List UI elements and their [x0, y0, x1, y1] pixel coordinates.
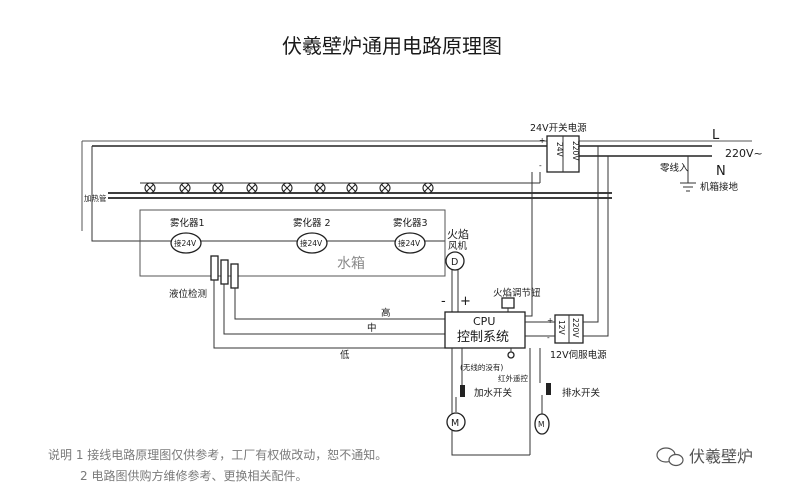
lamp-icon [314, 182, 326, 194]
remote-note: (无线的没有) [460, 362, 503, 372]
level-high-label: 高 [381, 307, 391, 319]
fill-switch-symbol [460, 385, 465, 397]
flame-fan-label-1: 火焰 [447, 227, 469, 241]
fill-pump-motor-label: M [451, 418, 459, 429]
psu24-label: 24V开关电源 [530, 122, 587, 134]
flame-knob-symbol [501, 297, 515, 309]
cpu-label: CPU [473, 315, 495, 328]
atomizer3-voltage: 接24V [398, 238, 421, 248]
psu12-to-n-wire [583, 156, 609, 337]
fan-plus: + [460, 294, 471, 309]
fill-pump-motor [446, 412, 466, 432]
fill-wire-left [451, 348, 530, 456]
cpu-box [444, 311, 526, 349]
lamp-icon [212, 182, 224, 194]
psu12-label: 12V伺服电源 [550, 349, 607, 361]
heater-label: 加热管 [84, 193, 107, 203]
level-low-label: 低 [340, 349, 350, 361]
ir-receiver-symbol [507, 351, 515, 359]
drain-pump-motor [534, 413, 550, 435]
lamp-icon [346, 182, 358, 194]
psu12-out-label: 12V [557, 320, 566, 336]
flame-knob-label: 火焰调节钮 [493, 287, 541, 299]
drain-switch-label: 排水开关 [562, 387, 601, 399]
psu12-plus: + [547, 316, 553, 325]
lamp-icon [144, 182, 156, 194]
atomizer3-label: 雾化器3 [393, 217, 428, 229]
lamp-icon [379, 182, 391, 194]
atomizer1-label: 雾化器1 [170, 217, 205, 229]
psu24-plus: + [539, 136, 545, 145]
flame-fan-letter: D [451, 257, 458, 268]
level-wire-mid [223, 284, 445, 335]
atomizer1-symbol [170, 232, 202, 254]
psu24-in-label: 220V [571, 141, 580, 161]
lamp-icon [179, 182, 191, 194]
level-mid-label: 中 [367, 322, 377, 334]
level-sensor-1 [210, 255, 219, 281]
fan-minus: - [441, 294, 446, 309]
atomizer1-voltage: 接24V [174, 238, 197, 248]
level-wire-low [213, 280, 445, 349]
lamp-icon [246, 182, 258, 194]
diagram-title: 伏羲壁炉通用电路原理图 [282, 34, 502, 58]
atomizer2-label: 雾化器 2 [293, 217, 331, 229]
watermark-label: 伏羲壁炉 [689, 447, 753, 466]
psu12-to-l-wire [583, 146, 599, 323]
neutral-in-label: 零线入 [660, 162, 689, 174]
drain-pump-motor-label: M [538, 420, 544, 429]
lamp-icon [422, 182, 434, 194]
cpu-system-label: 控制系统 [457, 330, 509, 345]
psu12-in-label: 220V [571, 318, 580, 338]
level-sensor-3 [230, 263, 239, 289]
remote-label: 红外遥控 [498, 373, 528, 383]
flame-fan-symbol [445, 251, 465, 271]
atomizer2-voltage: 接24V [300, 238, 323, 248]
cpu-to-psu24-wire [525, 172, 533, 317]
ground-label: 机箱接地 [700, 181, 739, 193]
level-sensor-label: 液位检测 [169, 288, 207, 300]
lamp-icon [281, 182, 293, 194]
water-tank-label: 水箱 [337, 256, 365, 272]
fill-switch-label: 加水开关 [474, 387, 513, 399]
note-line-1: 说明 1 接线电路原理图仅供参考，工厂有权做改动，恕不通知。 [48, 447, 387, 462]
water-tank-box [139, 209, 446, 277]
atomizer2-symbol [296, 232, 328, 254]
wechat-icon [656, 447, 684, 467]
drain-switch-symbol [546, 383, 551, 395]
voltage-label: 220V~ [725, 147, 763, 160]
flame-fan-label-2: 风机 [448, 240, 468, 252]
psu24-minus: - [539, 161, 542, 170]
line-l-label: L [712, 128, 720, 143]
line-n-label: N [716, 164, 726, 179]
note-line-2: 2 电路图供购方维修参考、更换相关配件。 [80, 468, 307, 483]
atomizer3-symbol [394, 232, 426, 254]
lamp-group [144, 182, 434, 194]
level-sensor-2 [220, 259, 229, 285]
level-wire-high [234, 288, 445, 320]
psu12-minus: - [547, 333, 550, 342]
psu24-out-label: 24V [555, 142, 564, 158]
